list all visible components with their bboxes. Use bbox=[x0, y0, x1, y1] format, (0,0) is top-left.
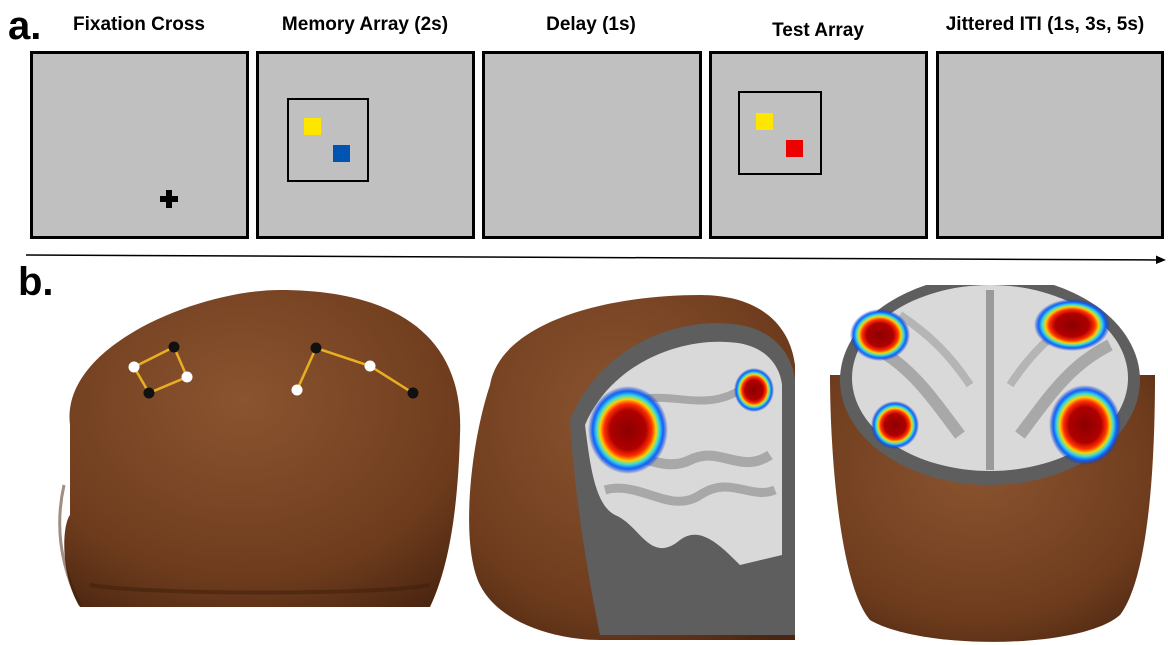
frame-title-iti: Jittered ITI (1s, 3s, 5s) bbox=[925, 14, 1165, 44]
activation-blob bbox=[588, 386, 668, 474]
activation-blob bbox=[850, 309, 910, 361]
frame-iti bbox=[936, 51, 1164, 239]
test-yellow-square bbox=[756, 113, 773, 130]
detector-optode bbox=[144, 388, 155, 399]
source-optode bbox=[182, 372, 193, 383]
source-optode bbox=[292, 385, 303, 396]
activation-blob bbox=[1034, 299, 1110, 351]
detector-optode bbox=[311, 343, 322, 354]
frame-memory-array bbox=[256, 51, 475, 239]
frame-title-memory-array: Memory Array (2s) bbox=[256, 14, 474, 44]
frame-delay bbox=[482, 51, 702, 239]
frame-title-delay: Delay (1s) bbox=[482, 14, 700, 44]
memory-array-box bbox=[287, 98, 369, 182]
source-optode bbox=[129, 362, 140, 373]
head-sagittal-cut bbox=[469, 295, 795, 640]
head-axial-cut bbox=[830, 285, 1155, 642]
source-optode bbox=[365, 361, 376, 372]
activation-blob bbox=[1049, 385, 1121, 465]
frame-fixation bbox=[30, 51, 249, 239]
frame-title-fixation: Fixation Cross bbox=[30, 14, 248, 44]
frame-test-array bbox=[709, 51, 928, 239]
memory-yellow-square bbox=[304, 118, 321, 135]
memory-blue-square bbox=[333, 145, 350, 162]
detector-optode bbox=[169, 342, 180, 353]
test-red-square bbox=[786, 140, 803, 157]
activation-blob bbox=[871, 401, 919, 449]
detector-optode bbox=[408, 388, 419, 399]
activation-blob bbox=[734, 368, 774, 412]
fixation-cross-icon bbox=[30, 51, 249, 239]
head-back-view bbox=[60, 290, 461, 607]
fnirs-head-models bbox=[0, 285, 1168, 645]
test-array-box bbox=[738, 91, 822, 175]
frame-title-test-array: Test Array bbox=[709, 20, 927, 50]
